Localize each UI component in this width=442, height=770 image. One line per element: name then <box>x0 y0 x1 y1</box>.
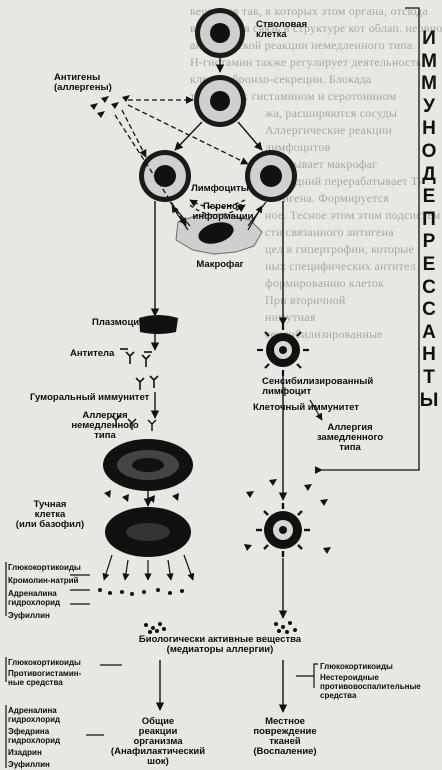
mast-cell-1 <box>103 439 193 491</box>
vertical-letter: Е <box>419 186 439 209</box>
plasmocyte-label: Плазмоцит <box>92 318 144 328</box>
drug-item: Адреналина гидрохлорид <box>8 706 60 724</box>
b-cell-letter: B <box>157 170 173 180</box>
drug-item: Глюкокортикоиды <box>8 658 81 667</box>
mediator-dots-left <box>144 622 166 634</box>
bioactive-label: Биологически активные вещества (медиатор… <box>130 635 310 655</box>
drug-item: Противогистамин- ные средства <box>8 669 81 687</box>
drug-item: Глюкокортикоиды <box>8 563 81 572</box>
mediator-dots-1 <box>98 588 184 596</box>
vertical-letter: Ы <box>419 390 439 413</box>
sensitized-lymphocyte-2 <box>256 503 310 557</box>
vertical-letter: М <box>419 51 439 74</box>
mediator-dots-right <box>274 621 297 634</box>
drug-group-2: Глюкокортикоиды Противогистамин- ные сре… <box>8 658 81 687</box>
stem-cell-label: Стволовая клетка <box>256 20 307 40</box>
vertical-letter: А <box>419 322 439 345</box>
inhibition-bars <box>120 349 152 352</box>
drug-group-3: Адреналина гидрохлорид Эфедрина гидрохло… <box>8 706 60 769</box>
drug-item: Эуфиллин <box>8 760 60 769</box>
cellular-label: Клеточный иммунитет <box>253 403 359 413</box>
plasmocyte <box>139 315 178 334</box>
general-reactions-label: Общие реакции организма (Анафилактически… <box>103 717 213 767</box>
vertical-letter: О <box>419 141 439 164</box>
vertical-letter: П <box>419 209 439 232</box>
drug-item: Глюкокортикоиды <box>320 662 421 671</box>
stem-cell-second <box>194 75 246 127</box>
drug-bracket-right <box>296 664 318 688</box>
lymphocytes-label: Лимфоциты <box>180 184 260 194</box>
drug-item: Эуфиллин <box>8 611 81 620</box>
antibody-icons <box>126 352 158 390</box>
vertical-letter: Т <box>419 367 439 390</box>
stem-cell-top <box>195 8 245 58</box>
antigens-label: Антигены (аллергены) <box>54 73 112 93</box>
mast-cell-2 <box>105 507 191 557</box>
immunosuppressant-bracket <box>322 8 419 470</box>
mast-cell-label: Тучная клетка (или базофил) <box>6 500 94 530</box>
degranulation-arrows <box>104 555 193 580</box>
drug-item: Адреналина гидрохлорид <box>8 589 81 607</box>
vertical-letter: Д <box>419 164 439 187</box>
sensitized-lymphocyte <box>257 324 309 376</box>
vertical-letter: Е <box>419 254 439 277</box>
arrow-stem-to-b <box>175 122 202 150</box>
vertical-letter: Н <box>419 118 439 141</box>
vertical-letter: И <box>419 28 439 51</box>
humoral-label: Гуморальный иммунитет <box>30 393 149 403</box>
vertical-letter: С <box>419 299 439 322</box>
antigen-arrow-to-b <box>122 110 146 157</box>
vertical-letter: С <box>419 277 439 300</box>
allergy-delayed-label: Аллергия замедленного типа <box>310 423 390 453</box>
info-transfer-label: Перенос информации <box>183 202 263 222</box>
vertical-letter: Н <box>419 344 439 367</box>
drug-item: Нестероидные противовоспалительные средс… <box>320 673 421 700</box>
arrow-stem-to-t <box>238 122 262 150</box>
drug-item: Изадрин <box>8 748 60 757</box>
drug-group-1: Глюкокортикоиды Кромолин-натрий Адренали… <box>8 563 81 620</box>
drug-item: Эфедрина гидрохлорид <box>8 727 60 745</box>
local-damage-label: Местное повреждение тканей (Воспаление) <box>240 717 330 757</box>
vertical-letter: У <box>419 96 439 119</box>
antibodies-label: Антитела <box>70 349 114 359</box>
allergy-immediate-label: Аллергия немедленного типа <box>68 411 142 441</box>
vertical-letter: М <box>419 73 439 96</box>
sensitized-label: Сенсибилизированный лимфоцит <box>262 377 373 397</box>
antigen-attach <box>104 490 179 503</box>
drug-item: Кромолин-натрий <box>8 576 81 585</box>
t-cell-letter: T <box>263 170 279 180</box>
vertical-letter: Р <box>419 231 439 254</box>
drug-group-right: Глюкокортикоиды Нестероидные противовосп… <box>320 662 421 700</box>
macrophage-label: Макрофаг <box>180 260 260 270</box>
